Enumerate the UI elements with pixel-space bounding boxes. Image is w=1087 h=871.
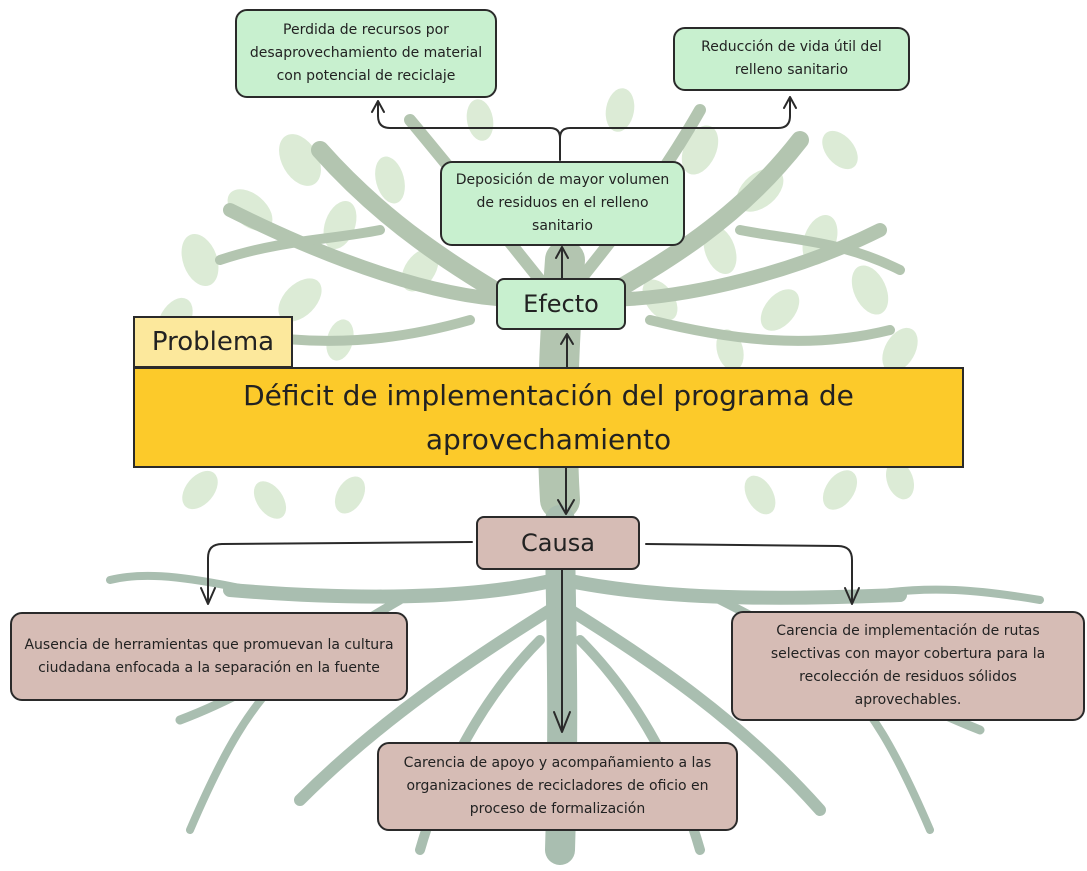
arrow-problem-to-effect	[560, 333, 574, 369]
effect-label: Efecto	[496, 278, 626, 330]
cause-label: Causa	[476, 516, 640, 570]
arrow-cause-to-right-cause	[645, 543, 860, 605]
problem-tag: Problema	[133, 316, 293, 368]
cause-box-center: Carencia de apoyo y acompañamiento a las…	[377, 742, 738, 831]
problem-tag-text: Problema	[151, 327, 275, 357]
effect-label-text: Efecto	[523, 290, 599, 318]
effect-left-text: Perdida de recursos por desaprovechamien…	[249, 22, 483, 84]
cause-label-text: Causa	[521, 529, 595, 557]
effect-box-intermediate: Deposición de mayor volumen de residuos …	[440, 161, 685, 246]
arrow-cause-to-left-cause	[200, 541, 473, 605]
cause-left-text: Ausencia de herramientas que promuevan l…	[24, 636, 394, 676]
effect-right-text: Reducción de vida útil del relleno sanit…	[701, 39, 882, 78]
arrow-problem-to-cause	[557, 467, 575, 515]
main-problem-text: Déficit de implementación del programa d…	[243, 378, 854, 456]
cause-right-text: Carencia de implementación de rutas sele…	[770, 623, 1046, 708]
effect-intermediate-text: Deposición de mayor volumen de residuos …	[455, 172, 670, 234]
cause-box-right: Carencia de implementación de rutas sele…	[731, 611, 1085, 721]
arrow-effect-to-intermediate	[555, 246, 569, 279]
arrow-intermediate-to-top-effects	[371, 96, 797, 161]
cause-box-left: Ausencia de herramientas que promuevan l…	[10, 612, 408, 701]
arrow-cause-to-center-cause	[553, 569, 571, 733]
effect-box-right: Reducción de vida útil del relleno sanit…	[673, 27, 910, 91]
cause-center-text: Carencia de apoyo y acompañamiento a las…	[403, 755, 712, 817]
main-problem-box: Déficit de implementación del programa d…	[133, 367, 964, 468]
effect-box-left: Perdida de recursos por desaprovechamien…	[235, 9, 497, 98]
